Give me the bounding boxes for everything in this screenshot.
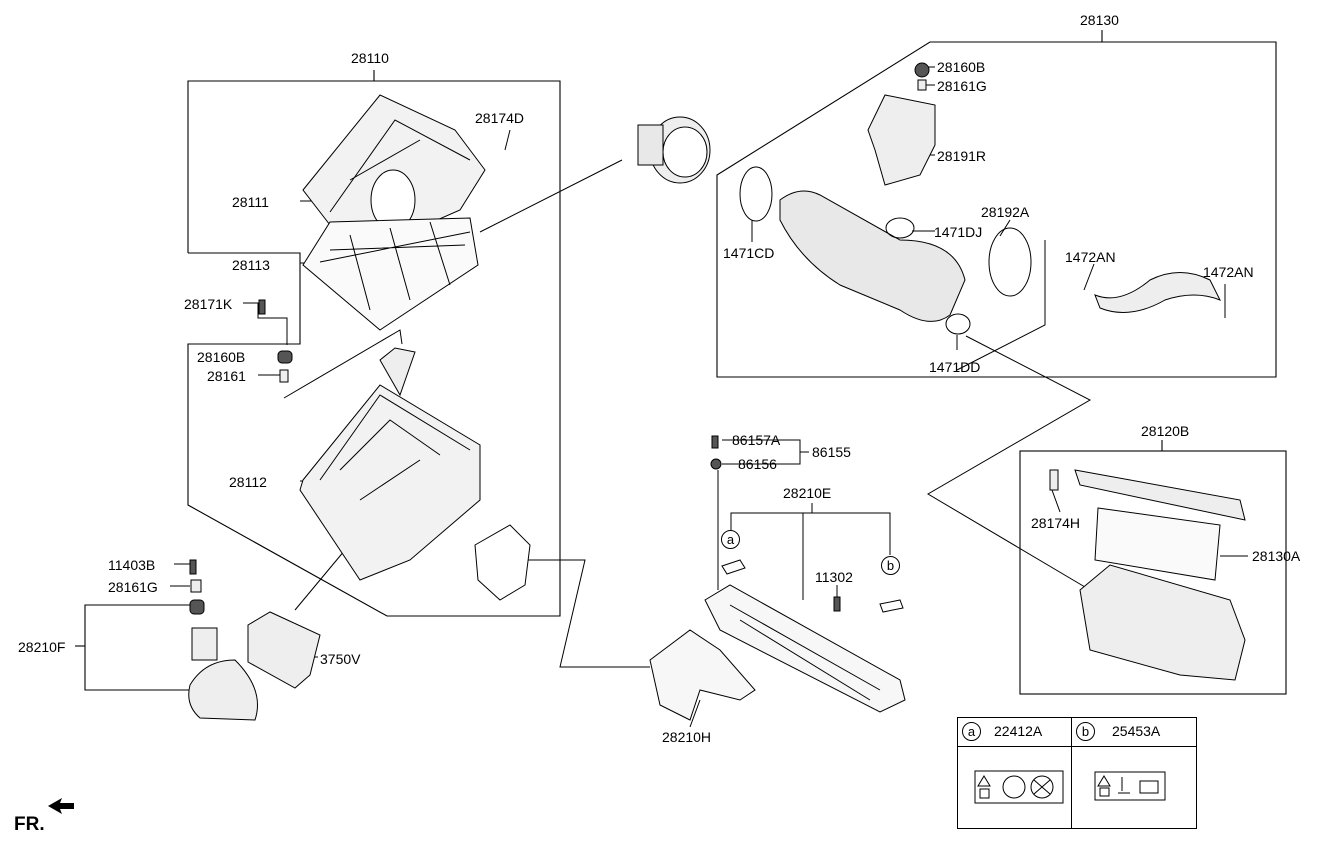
label-28192A: 28192A	[981, 204, 1030, 220]
intake-hose-28130	[779, 190, 966, 322]
air-cleaner-assy	[1079, 564, 1246, 681]
clamp-1471CD	[739, 166, 773, 222]
label-28210F: 28210F	[18, 639, 66, 655]
label-28161G-left: 28161G	[108, 579, 158, 595]
label-28110: 28110	[351, 50, 389, 66]
callout-a: a	[721, 530, 740, 549]
label-3750V: 3750V	[320, 651, 361, 667]
legend-marker-a: a	[962, 722, 981, 741]
air-cleaner-lower-case	[299, 384, 481, 581]
group-frame-28210F	[84, 604, 195, 691]
seal-gasket	[474, 524, 531, 601]
label-28130: 28130	[1080, 12, 1119, 28]
label-28130A: 28130A	[1252, 548, 1301, 564]
cover-28120B	[1074, 469, 1246, 521]
label-28112: 28112	[229, 474, 267, 490]
callout-b: b	[881, 556, 900, 575]
legend-cell-b: b 25453A	[1072, 718, 1196, 828]
label-28171K: 28171K	[184, 296, 233, 312]
clamp-1471DJ	[885, 217, 915, 239]
filter-element	[302, 217, 479, 331]
legend-header-a: a 22412A	[958, 718, 1071, 747]
clamp-28192A	[988, 227, 1032, 297]
caution-decal-icon	[1094, 771, 1166, 801]
label-28210E: 28210E	[783, 485, 832, 501]
label-28161: 28161	[207, 368, 246, 384]
group-frame-28110	[187, 80, 561, 617]
label-28111: 28111	[232, 194, 269, 210]
filter-28130A	[1094, 507, 1221, 581]
air-duct-28210H	[649, 629, 756, 721]
warning-decal-icon	[974, 770, 1064, 804]
legend-marker-b: b	[1076, 722, 1095, 741]
resonator-28191R	[867, 94, 936, 186]
label-1471DJ: 1471DJ	[934, 224, 983, 240]
label-1471CD: 1471CD	[723, 245, 775, 261]
label-28120B: 28120B	[1141, 423, 1190, 439]
label-28191R: 28191R	[937, 148, 987, 164]
legend-header-b: b 25453A	[1072, 718, 1196, 747]
label-28161G-right: 28161G	[937, 78, 987, 94]
legend-cell-a: a 22412A	[958, 718, 1072, 828]
label-11403B: 11403B	[108, 557, 156, 573]
label-11302: 11302	[815, 569, 853, 585]
label-28160B-right: 28160B	[937, 59, 986, 75]
legend-code-a: 22412A	[994, 723, 1043, 739]
label-1472AN-b: 1472AN	[1203, 264, 1254, 280]
group-frame-28130	[716, 41, 1277, 378]
clamp-1471DD	[945, 313, 971, 335]
label-28113: 28113	[232, 257, 270, 273]
front-arrow-icon	[48, 798, 74, 814]
label-legend-table: a 22412A b 25453A	[957, 717, 1197, 829]
label-1472AN-a: 1472AN	[1065, 249, 1116, 265]
inlet-28210F	[188, 659, 258, 721]
label-86155: 86155	[812, 444, 851, 460]
front-direction-label: FR.	[14, 814, 45, 835]
breather-hose-1472AN	[1094, 272, 1222, 313]
group-frame-28120B	[1019, 450, 1287, 695]
sensor-3750V	[247, 611, 321, 689]
label-28174D: 28174D	[475, 110, 525, 126]
label-28160B-left: 28160B	[197, 349, 246, 365]
legend-code-b: 25453A	[1112, 723, 1161, 739]
label-28174H: 28174H	[1031, 515, 1081, 531]
label-1471DD: 1471DD	[929, 359, 981, 375]
label-86157A: 86157A	[732, 432, 781, 448]
label-86156: 86156	[738, 456, 777, 472]
air-duct-28210E	[704, 584, 906, 713]
label-28210H: 28210H	[662, 729, 712, 745]
